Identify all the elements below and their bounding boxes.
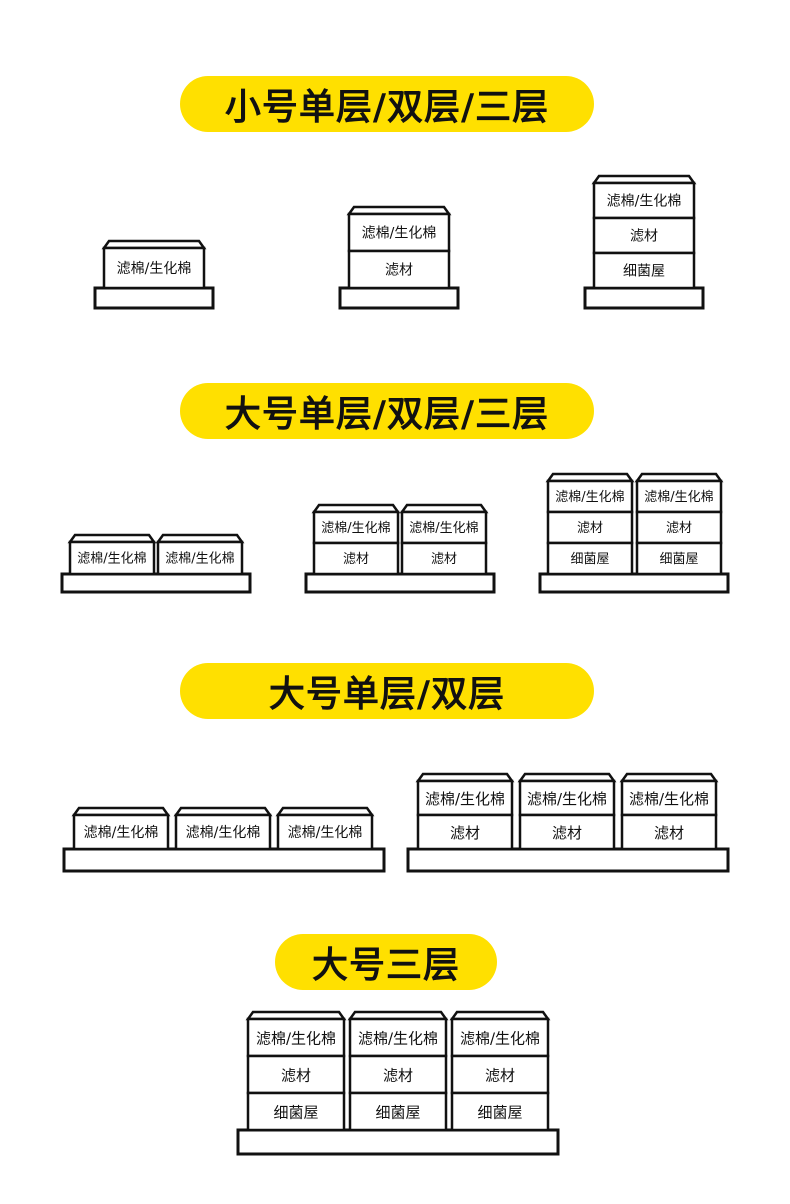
filter-box	[592, 181, 696, 220]
base-tray	[583, 286, 705, 310]
section-title-small: 小号单层/双层/三层	[180, 76, 594, 132]
base-tray	[62, 847, 386, 873]
filter-label-top: 滤棉/生化棉	[165, 552, 234, 567]
section-title-large-3: 大号三层	[275, 934, 497, 990]
filter-label-top: 滤棉/生化棉	[607, 193, 682, 210]
filter-box	[416, 813, 514, 851]
base-tray	[338, 286, 460, 310]
filter-label-middle: 滤材	[343, 552, 369, 567]
filter-label-middle: 滤材	[666, 521, 692, 536]
filter-box	[635, 541, 723, 576]
filter-label-top: 滤棉/生化棉	[117, 260, 192, 277]
filter-box	[400, 541, 488, 576]
filter-label-middle: 滤材	[552, 824, 582, 842]
filter-label-top: 滤棉/生化棉	[256, 1030, 336, 1048]
filter-box	[635, 510, 723, 545]
filter-box	[518, 813, 616, 851]
base-tray	[538, 572, 730, 594]
filter-label-top: 滤棉/生化棉	[527, 790, 607, 808]
filter-box	[347, 249, 451, 290]
filter-label-top: 滤棉/生化棉	[77, 552, 146, 567]
filter-label-middle: 滤材	[450, 824, 480, 842]
filter-label-middle: 滤材	[577, 521, 603, 536]
filter-box	[348, 1091, 448, 1132]
filter-label-top: 滤棉/生化棉	[629, 790, 709, 808]
filter-label-top: 滤棉/生化棉	[555, 490, 624, 505]
filter-box	[620, 813, 718, 851]
filter-box	[400, 510, 488, 545]
filter-label-bottom: 细菌屋	[273, 1104, 318, 1122]
filter-box	[246, 1091, 346, 1132]
filter-label-middle: 滤材	[385, 263, 413, 279]
filter-box	[72, 813, 170, 851]
filter-label-top: 滤棉/生化棉	[425, 790, 505, 808]
filter-label-middle: 滤材	[281, 1067, 311, 1085]
filter-box	[450, 1091, 550, 1132]
filter-label-bottom: 细菌屋	[375, 1104, 420, 1122]
filter-label-top: 滤棉/生化棉	[288, 824, 363, 841]
section-title-large-123: 大号单层/双层/三层	[180, 383, 594, 439]
filter-label-middle: 滤材	[485, 1067, 515, 1085]
base-tray	[406, 847, 730, 873]
filter-box	[102, 246, 206, 290]
filter-label-bottom: 细菌屋	[570, 552, 609, 567]
filter-box	[546, 510, 634, 545]
filter-box	[416, 779, 514, 817]
filter-box	[592, 251, 696, 290]
filter-label-top: 滤棉/生化棉	[84, 824, 159, 841]
filter-box	[348, 1054, 448, 1095]
filter-box	[156, 540, 244, 576]
filter-label-bottom: 细菌屋	[623, 264, 665, 280]
filter-box	[312, 541, 400, 576]
filter-label-top: 滤棉/生化棉	[460, 1030, 540, 1048]
filter-box	[620, 779, 718, 817]
filter-box	[276, 813, 374, 851]
filter-label-top: 滤棉/生化棉	[409, 521, 478, 536]
filter-box	[312, 510, 400, 545]
filter-label-middle: 滤材	[654, 824, 684, 842]
filter-label-middle: 滤材	[431, 552, 457, 567]
filter-label-bottom: 细菌屋	[477, 1104, 522, 1122]
filter-box	[450, 1017, 550, 1058]
section-title-large-12: 大号单层/双层	[180, 663, 594, 719]
filter-box	[246, 1017, 346, 1058]
filter-box	[174, 813, 272, 851]
filter-label-middle: 滤材	[630, 229, 658, 245]
filter-label-top: 滤棉/生化棉	[644, 490, 713, 505]
filter-label-top: 滤棉/生化棉	[321, 521, 390, 536]
filter-box	[68, 540, 156, 576]
base-tray	[60, 572, 252, 594]
filter-label-bottom: 细菌屋	[659, 552, 698, 567]
filter-label-top: 滤棉/生化棉	[358, 1030, 438, 1048]
filter-label-middle: 滤材	[383, 1067, 413, 1085]
filter-box	[246, 1054, 346, 1095]
filter-box	[546, 541, 634, 576]
filter-label-top: 滤棉/生化棉	[362, 225, 437, 242]
filter-label-top: 滤棉/生化棉	[186, 824, 261, 841]
base-tray	[93, 286, 215, 310]
base-tray	[236, 1128, 560, 1156]
base-tray	[304, 572, 496, 594]
